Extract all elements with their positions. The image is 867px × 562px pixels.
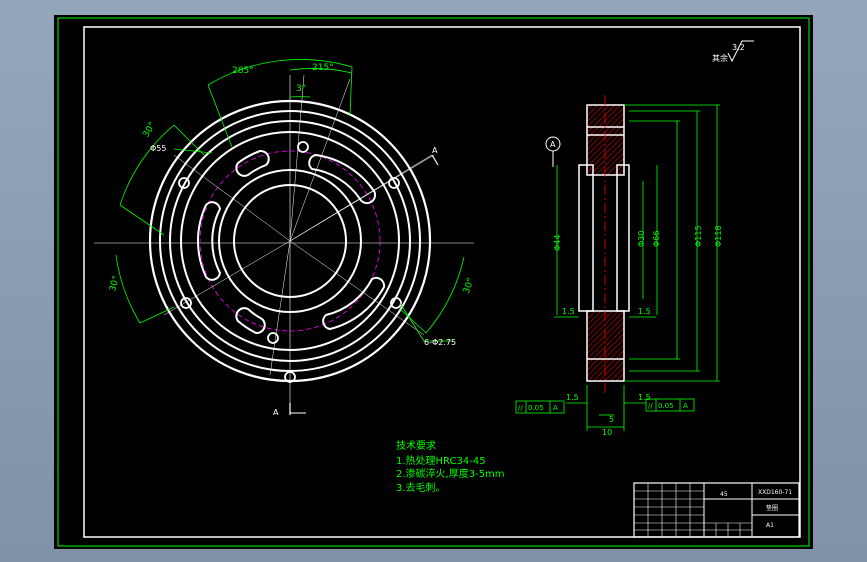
tb-material: 45 xyxy=(720,491,728,498)
dim-upper-left: 1.5 xyxy=(562,307,575,316)
tol-right-datum: A xyxy=(683,402,688,410)
arc-slot xyxy=(197,201,222,281)
outer-border xyxy=(57,17,810,547)
angle-label-30-left: 30° xyxy=(108,275,122,293)
diameter-dims xyxy=(556,104,720,382)
angle-label-30-right: 30° xyxy=(462,277,477,295)
dim-lower-right: 1.5 xyxy=(638,393,651,402)
width-dims xyxy=(554,316,656,431)
arc-slot xyxy=(235,307,266,335)
ring-circle-2 xyxy=(169,120,411,362)
arc-slot xyxy=(308,153,377,205)
roughness-label: 其余 xyxy=(712,53,728,63)
section-lower-lug xyxy=(586,310,625,382)
section-left-web xyxy=(578,164,594,312)
dim-lower-left: 1.5 xyxy=(566,393,579,402)
dim-upper-right: 1.5 xyxy=(638,307,651,316)
hole-leader xyxy=(399,302,425,342)
title-block-grid xyxy=(634,483,752,537)
dim-5: 5 xyxy=(609,415,614,424)
angle-label-30-top: 30° xyxy=(141,121,158,140)
dim-phi30: Φ30 xyxy=(637,231,646,247)
tolerance-frame-left: // 0.05 A xyxy=(515,400,565,414)
angle-label-215: 215° xyxy=(312,63,334,73)
tol-right-symbol: // xyxy=(648,402,653,410)
tb-scale: A1 xyxy=(766,522,774,529)
radial-lines xyxy=(163,74,435,376)
ring-circle-3 xyxy=(180,131,400,351)
cad-drawing: 285° 215° 3° 30° 30° 30° Φ55 6-Φ2.75 A A… xyxy=(57,17,810,547)
inner-circle-1 xyxy=(218,169,362,313)
drawing-canvas: 285° 215° 3° 30° 30° 30° Φ55 6-Φ2.75 A A… xyxy=(54,15,813,549)
arc-slot xyxy=(322,276,386,331)
datum-label: A xyxy=(550,140,556,149)
section-mark-top: A xyxy=(432,146,438,155)
bolt-hole xyxy=(284,371,296,383)
tech-requirements: 技术要求 1.热处理HRC34-45 2.渗碳淬火,厚度3-5mm 3.去毛刺。 xyxy=(396,439,505,494)
section-mark-bottom: A xyxy=(273,408,279,417)
section-right-web xyxy=(616,164,630,312)
tol-left-symbol: // xyxy=(518,404,523,412)
bolt-hole xyxy=(297,141,309,153)
bolt-hole xyxy=(178,177,190,189)
tol-left-value: 0.05 xyxy=(528,404,544,412)
tech-line-3: 3.去毛刺。 xyxy=(396,482,446,494)
pitch-leader xyxy=(173,148,213,154)
bolt-hole xyxy=(267,332,279,344)
slot-group xyxy=(197,149,386,335)
tb-part-name: 垫圈 xyxy=(766,504,778,512)
angle-dimensions xyxy=(115,59,465,334)
angle-label-285: 285° xyxy=(232,66,254,76)
front-view: 285° 215° 3° 30° 30° 30° Φ55 6-Φ2.75 A A xyxy=(94,59,477,417)
section-upper-lug xyxy=(586,104,625,176)
ring-circle-1 xyxy=(159,110,421,372)
title-block: 45 XXD160-71 垫圈 A1 xyxy=(633,482,800,538)
tech-title: 技术要求 xyxy=(396,439,436,452)
bore-circle xyxy=(233,184,347,298)
arc-slot xyxy=(235,149,270,177)
dim-phi44: Φ44 xyxy=(553,235,562,251)
section-arrow xyxy=(431,154,439,166)
bolt-hole xyxy=(390,297,402,309)
section-view: A Φ44 Φ30 Φ66 Φ115 Φ118 xyxy=(515,95,723,437)
tb-drawing-no: XXD160-71 xyxy=(758,489,792,496)
section-line xyxy=(289,154,433,242)
dim-phi66: Φ66 xyxy=(652,231,661,247)
tolerance-frame-right: // 0.05 A xyxy=(645,398,695,412)
tech-line-2: 2.渗碳淬火,厚度3-5mm xyxy=(396,467,505,480)
tech-line-1: 1.热处理HRC34-45 xyxy=(396,454,486,467)
inner-border xyxy=(83,26,801,538)
roughness-value: 3.2 xyxy=(732,43,745,52)
tol-left-datum: A xyxy=(553,404,558,412)
angle-label-3: 3° xyxy=(296,84,306,94)
bolt-hole xyxy=(180,297,192,309)
pitch-circle xyxy=(199,150,381,332)
dim-phi118: Φ118 xyxy=(714,225,723,247)
hole-callout: 6-Φ2.75 xyxy=(424,338,456,347)
outer-circle xyxy=(148,99,432,383)
tol-right-value: 0.05 xyxy=(658,402,674,410)
pitch-diameter-label: Φ55 xyxy=(150,144,166,153)
dim-10: 10 xyxy=(602,428,612,437)
roughness-symbol: 3.2 其余 xyxy=(712,40,754,63)
dim-phi115: Φ115 xyxy=(694,225,703,247)
